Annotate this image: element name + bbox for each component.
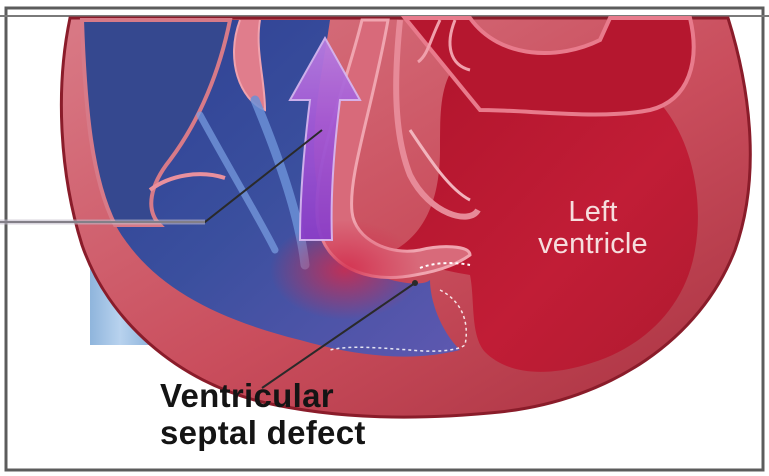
label-ventricular-septal-defect: Ventricular septal defect [160,378,366,452]
mixed-blood-region [270,220,420,320]
label-left-ventricle: Left ventricle [508,196,678,261]
